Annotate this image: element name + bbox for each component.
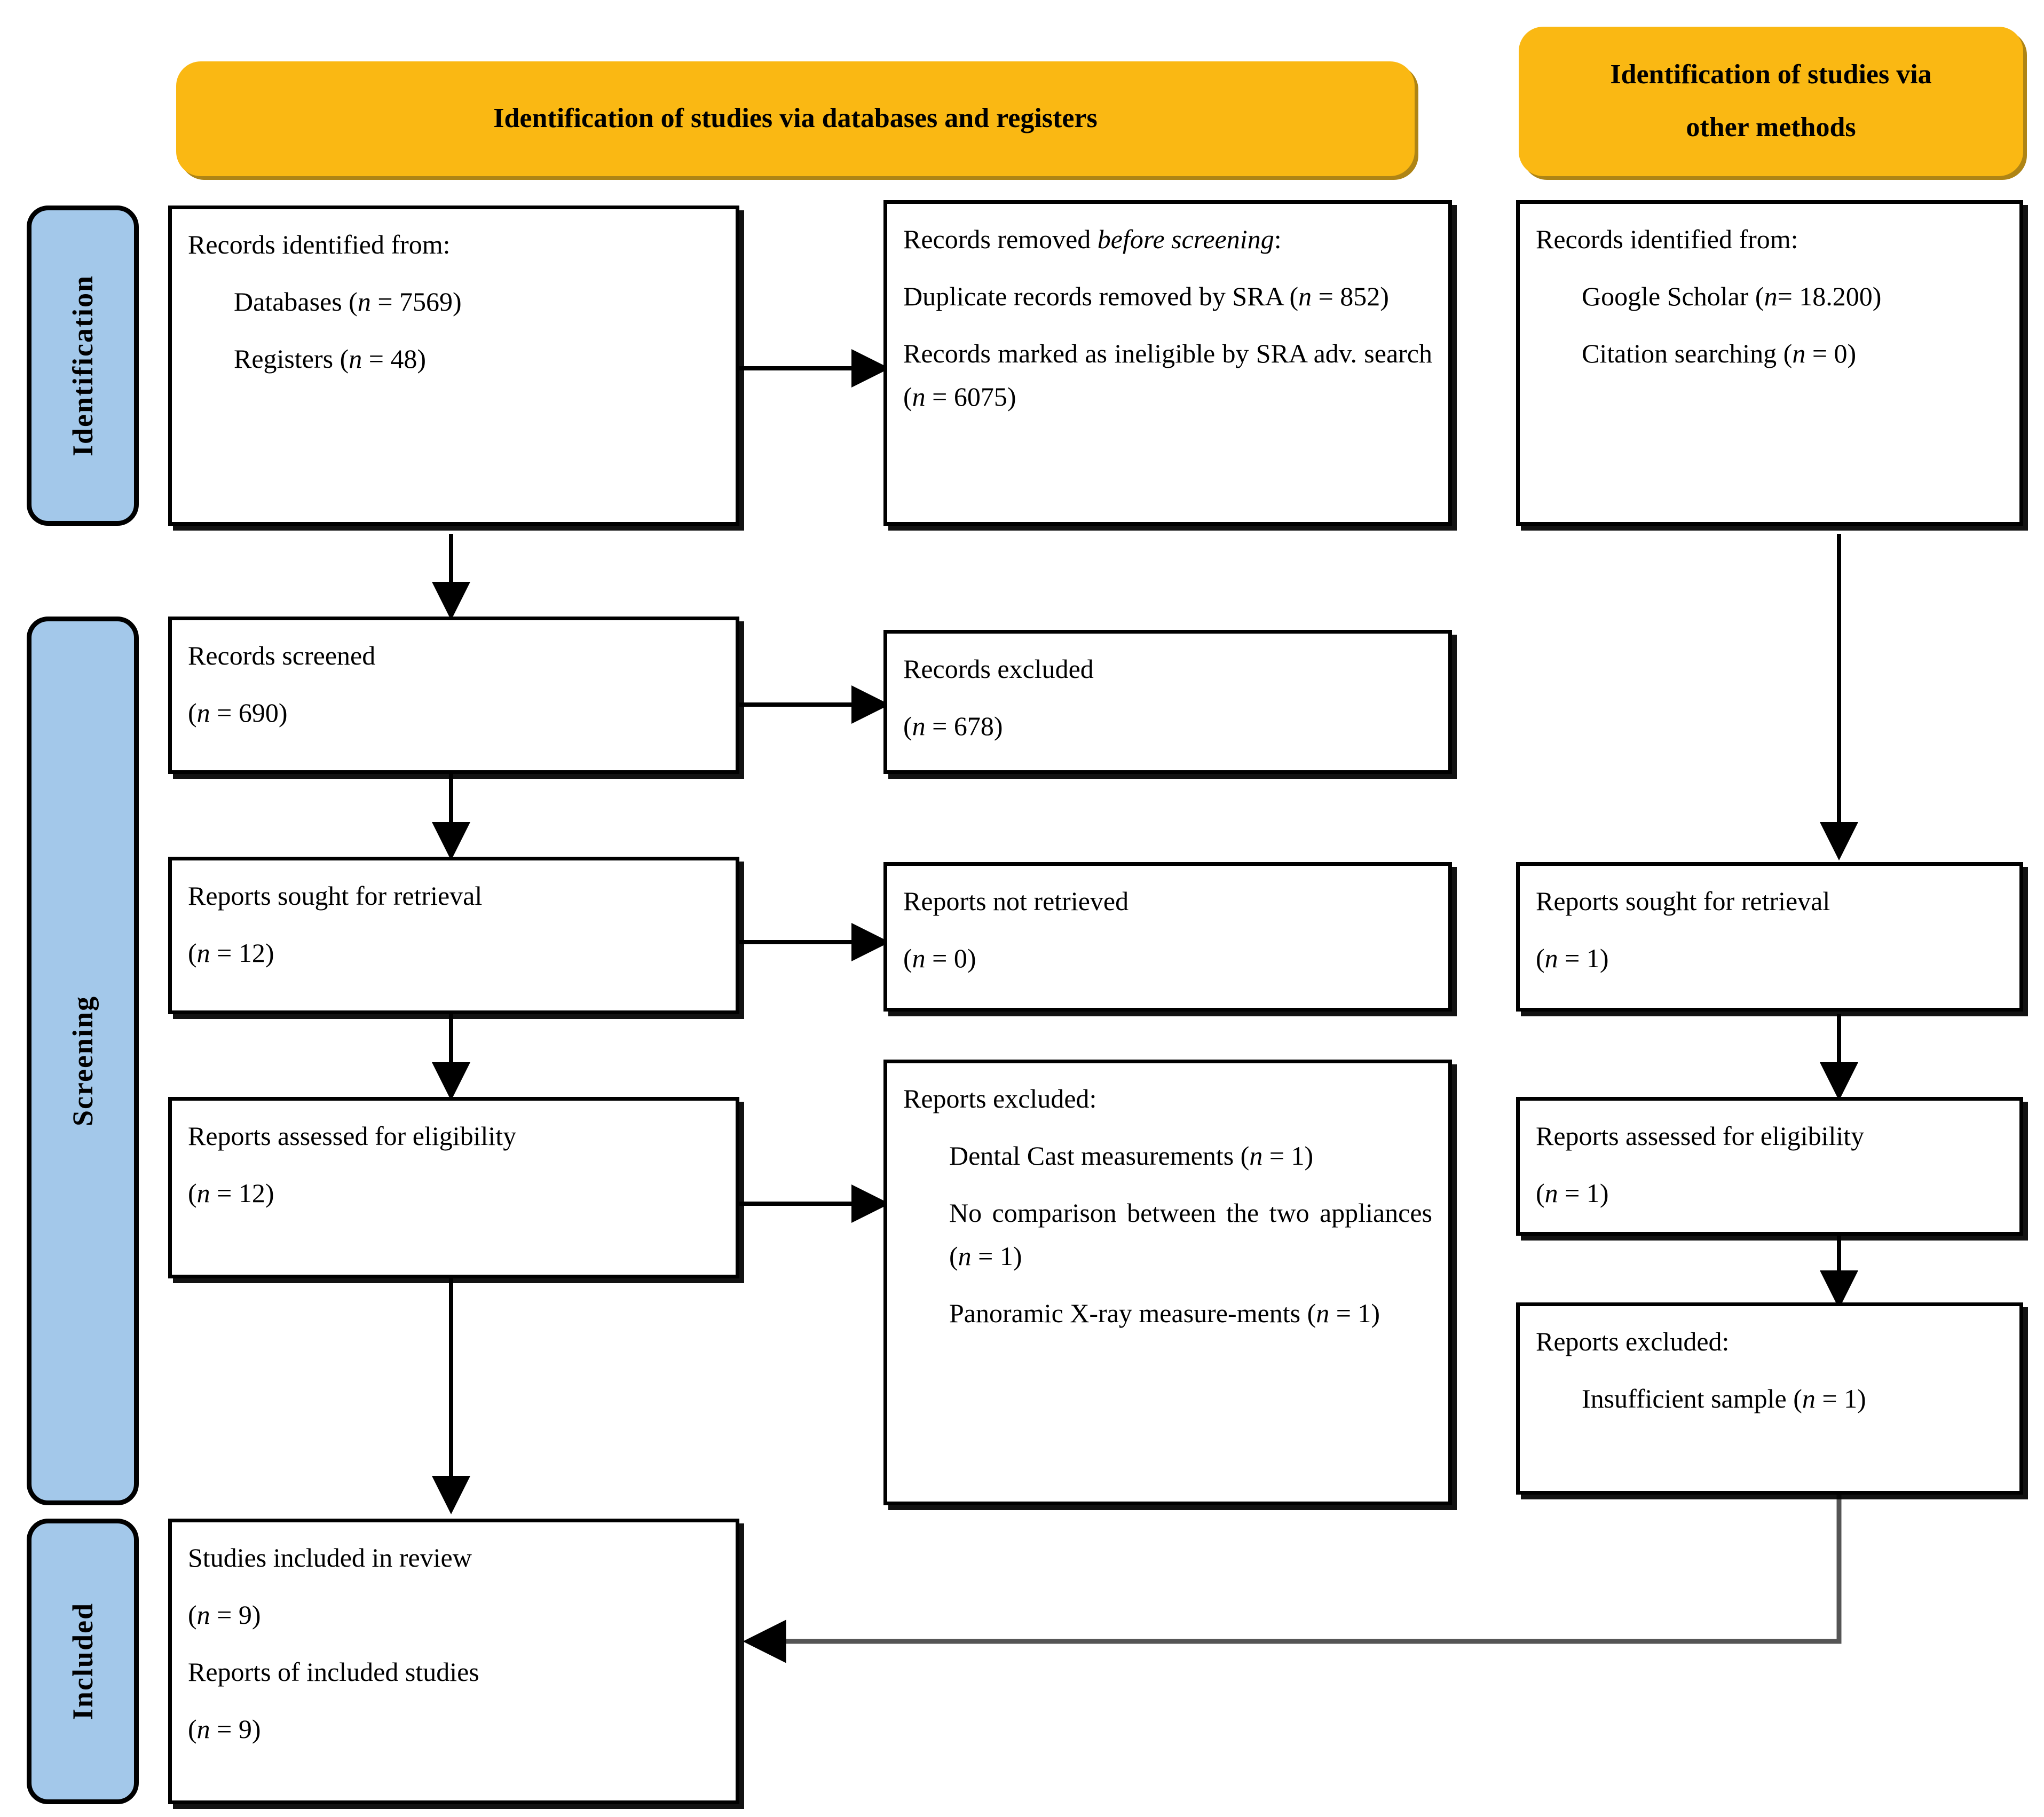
reports-assessed-left-count: (n = 12)	[188, 1178, 274, 1208]
banner-other-methods-line2: other methods	[1686, 112, 1856, 143]
box-records-identified: Records identified from: Databases (n = …	[168, 206, 739, 526]
box-reports-sought-right: Reports sought for retrieval (n = 1)	[1516, 862, 2023, 1012]
reports-sought-right-title: Reports sought for retrieval	[1536, 886, 1830, 916]
records-excluded-title: Records excluded	[903, 654, 1094, 684]
other-identified-item-citation-searching: Citation searching (n = 0)	[1582, 338, 1857, 368]
other-identified-item-google-scholar: Google Scholar (n= 18.200)	[1582, 281, 1882, 311]
box-reports-excluded-right: Reports excluded: Insufficient sample (n…	[1516, 1302, 2023, 1495]
studies-included-line2: Reports of included studies	[188, 1657, 479, 1687]
phase-tab-identification: Identification	[27, 206, 139, 526]
box-reports-excluded-left: Reports excluded: Dental Cast measuremen…	[883, 1060, 1452, 1505]
records-screened-count: (n = 690)	[188, 698, 288, 728]
records-removed-title: Records removed before screening:	[903, 218, 1432, 261]
reports-assessed-right-count: (n = 1)	[1536, 1178, 1609, 1208]
records-identified-item-databases: Databases (n = 7569)	[234, 287, 462, 317]
reports-excluded-left-reason-no-comparison: No comparison between the two appliances…	[949, 1198, 1432, 1271]
box-studies-included: Studies included in review (n = 9) Repor…	[168, 1519, 739, 1804]
records-identified-item-registers: Registers (n = 48)	[234, 344, 427, 374]
banner-databases-registers: Identification of studies via databases …	[176, 61, 1415, 176]
reports-excluded-right-reason-insufficient-sample: Insufficient sample (n = 1)	[1582, 1384, 1866, 1413]
reports-sought-left-count: (n = 12)	[188, 938, 274, 968]
reports-excluded-left-title: Reports excluded:	[903, 1084, 1097, 1113]
studies-included-line1: Studies included in review	[188, 1543, 472, 1573]
box-reports-sought-left: Reports sought for retrieval (n = 12)	[168, 857, 739, 1014]
records-screened-title: Records screened	[188, 641, 376, 670]
records-identified-title: Records identified from:	[188, 230, 451, 259]
box-records-removed: Records removed before screening: Duplic…	[883, 200, 1452, 526]
records-removed-title-plain: Records removed	[903, 224, 1098, 254]
phase-screening-label: Screening	[67, 996, 99, 1126]
reports-sought-left-title: Reports sought for retrieval	[188, 881, 483, 911]
studies-included-count1: (n = 9)	[188, 1600, 261, 1630]
reports-not-retrieved-title: Reports not retrieved	[903, 886, 1129, 916]
records-excluded-count: (n = 678)	[903, 711, 1003, 741]
other-identified-title: Records identified from:	[1536, 224, 1798, 254]
box-records-screened: Records screened (n = 690)	[168, 617, 739, 774]
phase-included-label: Included	[67, 1602, 99, 1720]
phase-identification-label: Identification	[67, 274, 99, 456]
phase-tab-included: Included	[27, 1519, 139, 1804]
reports-assessed-left-title: Reports assessed for eligibility	[188, 1121, 517, 1151]
reports-not-retrieved-count: (n = 0)	[903, 943, 976, 973]
banner-other-methods-line1: Identification of studies via	[1610, 59, 1932, 90]
studies-included-count2: (n = 9)	[188, 1714, 261, 1744]
phase-tab-screening: Screening	[27, 617, 139, 1505]
box-reports-assessed-left: Reports assessed for eligibility (n = 12…	[168, 1097, 739, 1278]
box-reports-assessed-right: Reports assessed for eligibility (n = 1)	[1516, 1097, 2023, 1236]
banner-databases-label: Identification of studies via databases …	[493, 103, 1098, 134]
records-removed-title-tail: :	[1274, 224, 1282, 254]
box-reports-not-retrieved: Reports not retrieved (n = 0)	[883, 862, 1452, 1012]
reports-excluded-left-reason-dental-cast: Dental Cast measurements (n = 1)	[949, 1141, 1314, 1171]
records-removed-line-ineligible: Records marked as ineligible by SRA adv.…	[903, 338, 1432, 412]
reports-assessed-right-title: Reports assessed for eligibility	[1536, 1121, 1865, 1151]
banner-other-methods: Identification of studies via other meth…	[1519, 27, 2023, 176]
box-records-excluded: Records excluded (n = 678)	[883, 630, 1452, 774]
box-other-identified: Records identified from: Google Scholar …	[1516, 200, 2023, 526]
records-removed-line-duplicates: Duplicate records removed by SRA (n = 85…	[903, 281, 1389, 311]
records-removed-title-italic: before screening	[1097, 224, 1274, 254]
arrow-right-to-included-elbow	[743, 1495, 1842, 1663]
reports-excluded-right-title: Reports excluded:	[1536, 1326, 1730, 1356]
reports-excluded-left-reason-panoramic: Panoramic X-ray measure-ments (n = 1)	[949, 1298, 1380, 1328]
reports-sought-right-count: (n = 1)	[1536, 943, 1609, 973]
